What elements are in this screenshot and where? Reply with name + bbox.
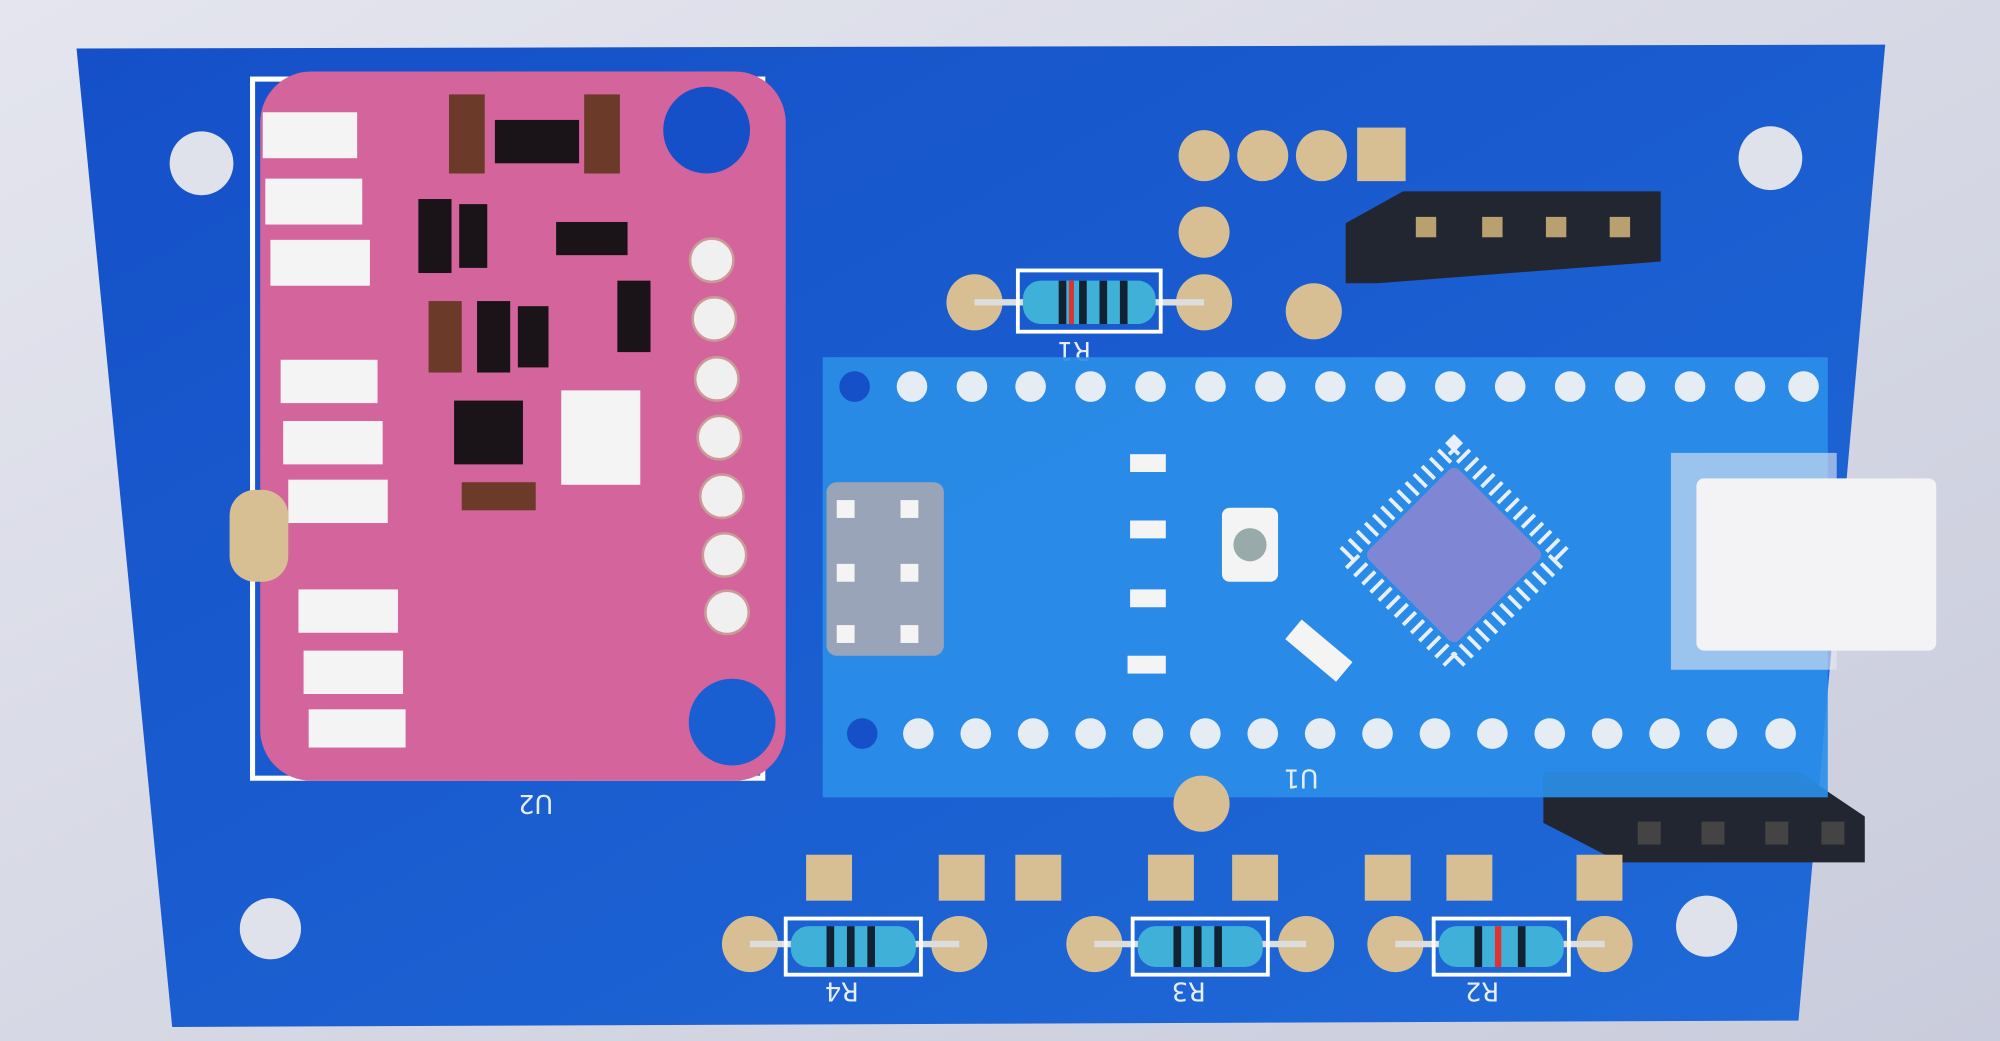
module-smd-pads (262, 112, 641, 748)
mounting-hole (1738, 126, 1803, 191)
module-hole (663, 86, 750, 174)
resistor-r2: R2 (1367, 915, 1633, 1005)
mounting-hole (239, 898, 302, 960)
smd-pads (1127, 454, 1353, 682)
mounting-hole (169, 131, 234, 196)
side-pad (229, 489, 289, 582)
module-u2: U2 (229, 71, 786, 818)
top-pads (1178, 127, 1406, 340)
arduino-nano-u1: U1 (822, 357, 1937, 798)
module-hole (688, 678, 776, 766)
microcontroller-chip (1333, 434, 1575, 676)
label-u1: U1 (1284, 762, 1319, 792)
usb-connector (1670, 452, 1937, 670)
resistor-body (1022, 280, 1156, 325)
label-u2: U2 (518, 788, 553, 818)
via-pad (1173, 775, 1230, 832)
label-r2: R2 (1465, 975, 1499, 1005)
pin-header-top (1345, 191, 1661, 284)
icsp-header (826, 482, 944, 656)
label-r4: R4 (825, 975, 859, 1005)
label-r3: R3 (1172, 975, 1206, 1005)
module-header-pins (688, 237, 750, 636)
bottom-pads (806, 854, 1623, 901)
resistor-r4: R4 (721, 915, 988, 1005)
mounting-hole (1676, 895, 1738, 957)
resistor-r3: R3 (1066, 915, 1335, 1005)
module-components (418, 94, 651, 511)
arduino-pins-top (839, 371, 1819, 402)
arduino-pins-bottom (846, 718, 1796, 749)
mounting-holes (169, 126, 1803, 960)
